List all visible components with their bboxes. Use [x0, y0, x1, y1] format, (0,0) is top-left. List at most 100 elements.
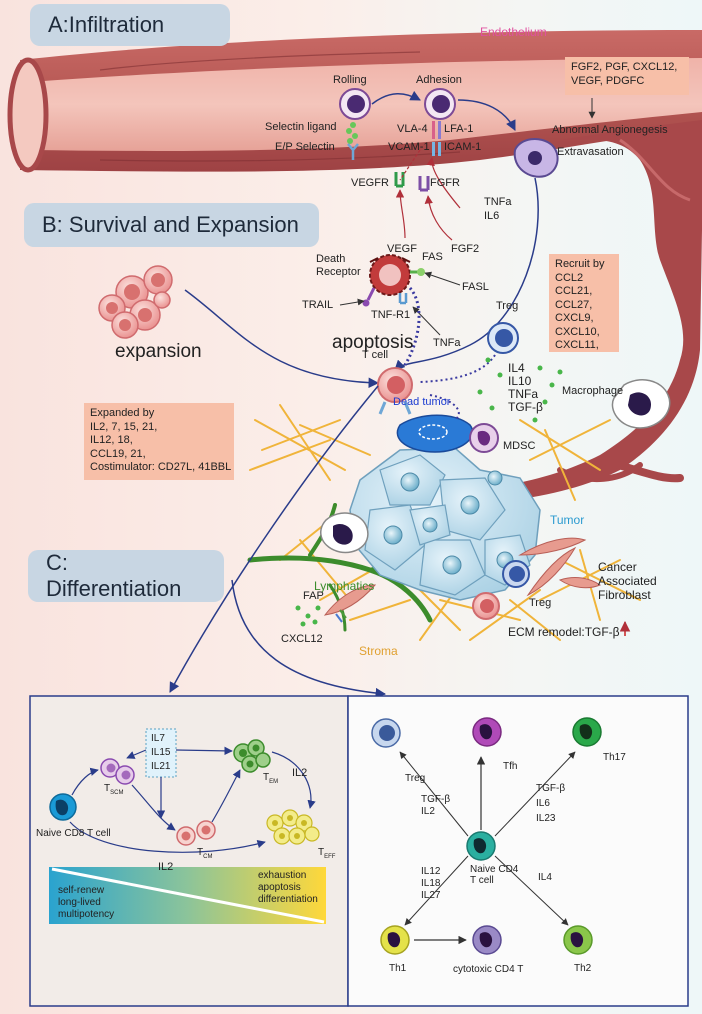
lfa1-label: LFA-1: [444, 123, 474, 135]
treg-label-tumor: Treg: [529, 597, 552, 609]
th1-cell: [380, 925, 410, 955]
fas-icon: [410, 268, 425, 276]
fgfr-label: FGFR: [430, 177, 460, 189]
vegfr-receptor-icon: [394, 172, 405, 188]
vegf-label: VEGF: [387, 243, 417, 255]
cancer-associated-fibroblast: [323, 537, 602, 616]
icam1-label: ICAM-1: [444, 141, 482, 153]
tscm-subscript: SCM: [110, 790, 124, 796]
il-cytokine-box: [145, 728, 177, 778]
expansion-label: expansion: [115, 341, 202, 362]
tem-label: TEM: [263, 772, 279, 785]
fgf2-label: FGF2: [451, 243, 480, 255]
naive-cd4-cell: [466, 831, 496, 861]
cytokine-dots: [477, 357, 563, 423]
extravasation-cell: [513, 138, 559, 178]
tem-subscript: EM: [269, 779, 279, 785]
vegfr-label: VEGFR: [351, 177, 389, 189]
th2-label: Th2: [574, 963, 592, 974]
section-c-title: C: Differentiation: [28, 550, 224, 602]
il4-label: IL4: [538, 872, 552, 883]
apoptotic-cell: [369, 254, 411, 296]
fas-label: FAS: [422, 251, 443, 263]
tgfb-il2-label: TGF-β IL2: [421, 794, 451, 817]
treg-cell-tumor: [502, 560, 530, 588]
tumor-label: Tumor: [550, 513, 585, 527]
stroma-label: Stroma: [359, 644, 398, 658]
tcm-label: TCM: [197, 847, 213, 860]
tnfa-label-a: TNFa: [484, 196, 512, 208]
cytokines-label: IL4 IL10 TNFa TGF-β: [508, 361, 543, 414]
tem-cells: [233, 739, 271, 773]
th17-cell: [572, 717, 602, 747]
mdsc-cell: [469, 423, 499, 453]
abnormal-angiogenesis-label: Abnormal Angionegesis: [552, 124, 668, 136]
t-cell-label: T cell: [362, 349, 389, 361]
tnfa-label-b: TNFa: [433, 337, 461, 349]
macrophage-cell-left: [320, 512, 369, 554]
angiogenesis-factors-box: FGF2, PGF, CXCL12, VEGF, PDGFC: [565, 57, 689, 95]
recruit-box: Recruit by CCL2 CCL21, CCL27, CXCL9, CXC…: [549, 254, 619, 352]
cxcl12-label: CXCL12: [281, 633, 323, 645]
expanded-by-box: Expanded by IL2, 7, 15, 21, IL12, 18, CC…: [84, 403, 234, 480]
naive-cd4-label: Naive CD4 T cell: [470, 864, 519, 886]
tcm-subscript: CM: [203, 854, 213, 860]
rolling-label: Rolling: [333, 74, 367, 86]
il-box-label: IL7 IL15 IL21: [151, 733, 171, 772]
extravasation-label: Extravasation: [557, 146, 624, 158]
adhesion-label: Adhesion: [416, 74, 462, 86]
integrin-icon: [432, 121, 441, 156]
apoptosis-label: apoptosis: [332, 332, 414, 353]
caf-label: Cancer Associated Fibroblast: [598, 560, 657, 602]
dead-tumor-cell: [396, 414, 474, 453]
vcam1-label: VCAM-1: [388, 141, 430, 153]
teff-label: TEFF: [318, 847, 336, 860]
trail-label: TRAIL: [302, 299, 334, 311]
selectin-ligand-label: Selectin ligand: [265, 121, 337, 133]
il12-18-27-label: IL12 IL18 IL27: [421, 866, 441, 901]
tscm-label: TSCM: [104, 783, 124, 796]
cytotoxic-cd4-cell: [472, 925, 502, 955]
differentiation-gradient-bar: [49, 867, 326, 924]
tgfb-il6-il23-label: TGF-β IL6 IL23: [536, 783, 566, 824]
adhesion-cell: [424, 88, 456, 120]
fap-icon: [335, 609, 347, 623]
ecm-label: ECM remodel:TGF-β: [508, 625, 620, 639]
death-receptor-label: Death Receptor: [316, 253, 361, 278]
section-a-title: A:Infiltration: [30, 4, 230, 46]
selectin-ligand-icon: [346, 122, 359, 160]
t-cell: [377, 367, 413, 415]
treg-label-b: Treg: [496, 300, 519, 312]
tscm-cells: [100, 758, 135, 785]
section-b-title: B: Survival and Expansion: [24, 203, 319, 247]
tnfr1-icon: [398, 293, 408, 305]
tcm-cells: [176, 820, 216, 846]
naive-cd8-cell: [49, 793, 77, 821]
teff-subscript: EFF: [324, 854, 336, 860]
mdsc-label: MDSC: [503, 440, 536, 452]
fasl-label: FASL: [462, 281, 489, 293]
dead-tumor-label: Dead tumor: [393, 396, 451, 408]
il2-bottom-label: IL2: [158, 861, 174, 873]
cxcl12-dots: [295, 605, 321, 627]
tfh-label: Tfh: [503, 761, 518, 772]
expansion-cluster: [98, 265, 173, 339]
th17-label: Th17: [603, 752, 626, 763]
vla4-label: VLA-4: [397, 123, 428, 135]
endothelium-label: Endothelium: [480, 25, 547, 39]
ep-selectin-label: E/P Selectin: [275, 141, 335, 153]
cd4-panel: [347, 695, 689, 1007]
treg-cell-b: [487, 322, 519, 354]
gradient-right-label: exhaustion apoptosis differentiation: [258, 870, 318, 905]
th1-label: Th1: [389, 963, 407, 974]
treg-label-cd4: Treg: [405, 773, 426, 784]
macrophage-label: Macrophage: [562, 385, 624, 397]
tnfr1-label: TNF-R1: [371, 309, 411, 321]
treg-cell-cd4: [371, 718, 401, 748]
teff-cells: [266, 809, 320, 845]
fap-label: FAP: [303, 590, 324, 602]
gradient-left-label: self-renew long-lived multipotency: [58, 885, 115, 920]
fgfr-receptor-icon: [418, 176, 430, 192]
trail-receptor-icon: [362, 287, 376, 307]
